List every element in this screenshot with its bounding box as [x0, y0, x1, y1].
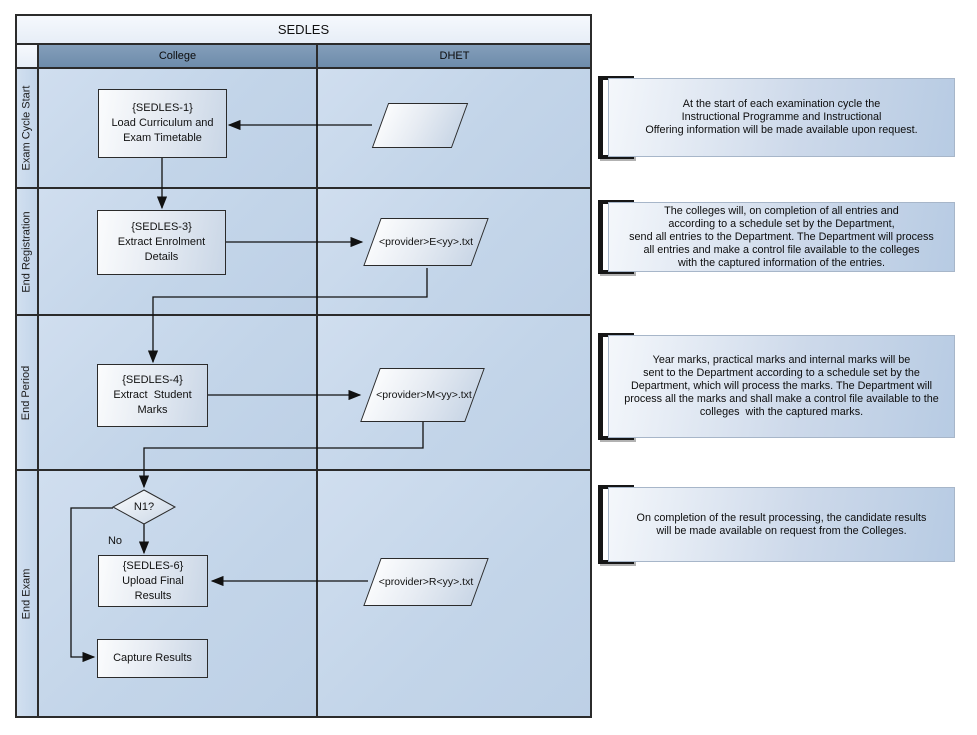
data-parallelogram-empty	[371, 103, 469, 148]
column-header-dhet: DHET	[317, 44, 592, 68]
annotation-1: At the start of each examination cycle t…	[608, 78, 955, 157]
process-box-capture-results: Capture Results	[97, 639, 208, 678]
decision-label: N1?	[133, 501, 155, 513]
annotation-3-text: Year marks, practical marks and internal…	[624, 354, 939, 418]
diagram-frame	[15, 14, 592, 718]
file-e-label: <provider>E<yy>.txt	[379, 236, 473, 248]
annotation-1-text: At the start of each examination cycle t…	[645, 98, 918, 136]
annotation-4: On completion of the result processing, …	[608, 487, 955, 562]
decision-branch-no-label: No	[107, 535, 123, 547]
column-header-college: College	[38, 44, 317, 68]
process-box-sedles4: {SEDLES-4} Extract Student Marks	[97, 364, 208, 427]
process-box-sedles3: {SEDLES-3} Extract Enrolment Details	[97, 210, 226, 275]
annotation-2: The colleges will, on completion of all …	[608, 202, 955, 272]
annotation-3: Year marks, practical marks and internal…	[608, 335, 955, 438]
annotation-4-text: On completion of the result processing, …	[636, 511, 927, 537]
process-box-sedles6: {SEDLES-6} Upload Final Results	[98, 555, 208, 607]
annotation-2-text: The colleges will, on completion of all …	[629, 204, 934, 269]
file-r-label: <provider>R<yy>.txt	[378, 576, 474, 588]
file-m-label: <provider>M<yy>.txt	[376, 389, 472, 401]
process-box-sedles1: {SEDLES-1} Load Curriculum and Exam Time…	[98, 89, 227, 158]
